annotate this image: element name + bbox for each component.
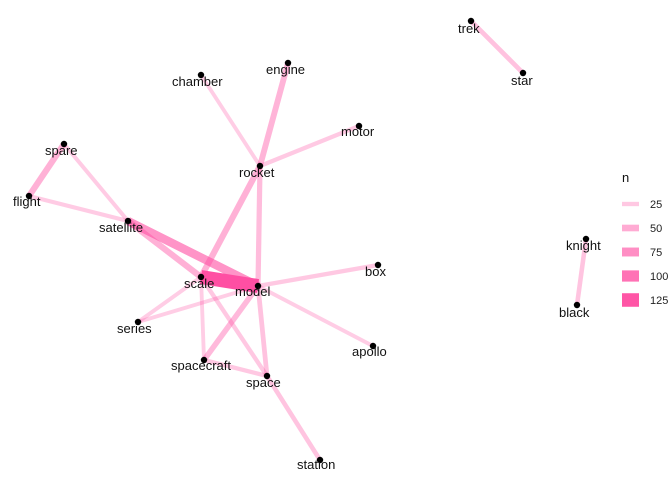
node-satellite <box>124 217 132 225</box>
graph-labels: trek star engine chamber motor spare rocket fli… <box>13 21 601 472</box>
node-apollo <box>369 342 377 350</box>
node-motor <box>355 122 363 130</box>
node-label-model: model <box>235 284 271 299</box>
node-label-box: box <box>365 264 386 279</box>
node-space <box>263 372 271 380</box>
legend-key-50 <box>622 224 639 232</box>
node-knight <box>582 235 590 243</box>
node-flight <box>25 192 33 200</box>
node-label-spare: spare <box>45 143 78 158</box>
node-label-motor: motor <box>341 124 375 139</box>
node-label-series: series <box>117 321 152 336</box>
legend-key-75 <box>622 247 639 257</box>
legend-key-25 <box>622 201 639 207</box>
node-label-black: black <box>559 305 590 320</box>
node-box <box>374 261 382 269</box>
node-label-trek: trek <box>458 21 480 36</box>
node-label-engine: engine <box>266 62 305 77</box>
node-label-rocket: rocket <box>239 165 275 180</box>
legend-key-125 <box>622 293 639 307</box>
edge-spare-satellite <box>62 142 130 223</box>
node-model <box>254 282 262 290</box>
edge-space-model <box>255 285 270 377</box>
legend-label-125: 125 <box>650 295 668 307</box>
legend-label-25: 25 <box>650 199 662 211</box>
node-label-star: star <box>511 73 533 88</box>
edge-chamber-rocket <box>199 73 262 168</box>
edge-knight-black <box>574 238 589 306</box>
node-label-spacecraft: spacecraft <box>171 358 231 373</box>
legend-label-100: 100 <box>650 271 668 283</box>
edge-series-model <box>137 284 259 324</box>
node-star <box>519 69 527 77</box>
edge-series-scale <box>136 275 203 324</box>
node-label-chamber: chamber <box>172 74 223 89</box>
node-trek <box>467 17 475 25</box>
node-series <box>134 318 142 326</box>
node-chamber <box>197 71 205 79</box>
edge-satellite-scale <box>126 218 203 280</box>
edge-satellite-model <box>126 217 260 290</box>
node-spare <box>60 140 68 148</box>
node-station <box>316 456 324 464</box>
edge-rocket-scale <box>198 164 263 279</box>
edge-apollo-model <box>257 284 374 348</box>
edge-spacecraft-model <box>201 284 261 362</box>
edge-spacecraft-scale <box>199 276 206 361</box>
node-scale <box>197 273 205 281</box>
edge-flight-satellite <box>28 194 129 223</box>
edge-rocket-model <box>255 165 263 287</box>
node-label-space: space <box>246 375 281 390</box>
legend-label-75: 75 <box>650 247 662 259</box>
legend-label-50: 50 <box>650 223 662 235</box>
node-label-satellite: satellite <box>99 220 143 235</box>
legend-key-100 <box>622 270 639 282</box>
legend-keys: 25 50 75 100 125 <box>622 199 668 307</box>
node-spacecraft <box>200 356 208 364</box>
edge-motor-rocket <box>259 124 360 168</box>
edge-space-scale <box>199 275 269 378</box>
node-label-station: station <box>297 457 335 472</box>
node-label-flight: flight <box>13 194 41 209</box>
edge-trek-star <box>469 19 525 75</box>
graph-edges <box>26 19 589 462</box>
edge-space-spacecraft <box>203 357 268 379</box>
edge-scale-model <box>199 270 260 293</box>
node-label-scale: scale <box>184 276 214 291</box>
edge-spare-flight <box>26 142 67 198</box>
node-rocket <box>256 162 264 170</box>
legend-title: n <box>622 170 629 185</box>
node-label-knight: knight <box>566 238 601 253</box>
node-engine <box>284 59 292 67</box>
legend: n 25 50 75 100 125 <box>622 170 668 307</box>
edge-engine-rocket <box>257 62 291 167</box>
edge-space-station <box>265 374 322 462</box>
edge-box-model <box>257 262 379 289</box>
graph-nodes <box>25 17 590 464</box>
node-label-apollo: apollo <box>352 344 387 359</box>
node-black <box>573 301 581 309</box>
